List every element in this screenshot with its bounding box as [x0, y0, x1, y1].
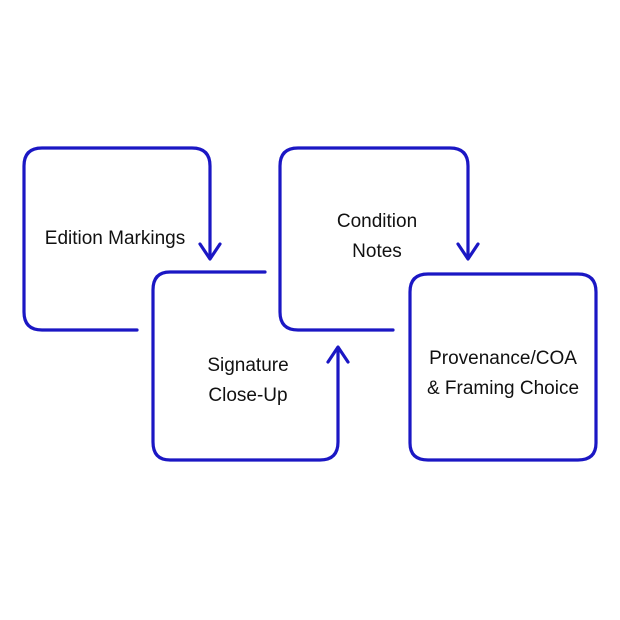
- signature-close-up-label: Signature: [207, 355, 288, 376]
- provenance-framing-label: Provenance/COA: [429, 348, 577, 369]
- signature-close-up-box: [151, 270, 340, 462]
- step-provenance-framing: Provenance/COA & Framing Choice: [408, 272, 598, 462]
- step-condition-notes: Condition Notes: [278, 146, 480, 332]
- edition-markings-box: [22, 146, 212, 332]
- arrow-to-signature-icon: [198, 242, 222, 261]
- arrow-to-provenance-icon: [456, 242, 480, 261]
- condition-notes-label: Condition: [337, 211, 417, 232]
- provenance-framing-label-line2: & Framing Choice: [427, 378, 579, 399]
- step-signature-close-up: Signature Close-Up: [151, 270, 350, 462]
- condition-notes-box: [278, 146, 470, 332]
- condition-notes-label-line2: Notes: [352, 241, 402, 262]
- signature-close-up-label-line2: Close-Up: [208, 385, 287, 406]
- step-edition-markings: Edition Markings: [22, 146, 222, 332]
- arrow-to-condition-icon: [326, 345, 350, 364]
- edition-markings-label: Edition Markings: [45, 228, 185, 249]
- provenance-framing-box: [408, 272, 598, 462]
